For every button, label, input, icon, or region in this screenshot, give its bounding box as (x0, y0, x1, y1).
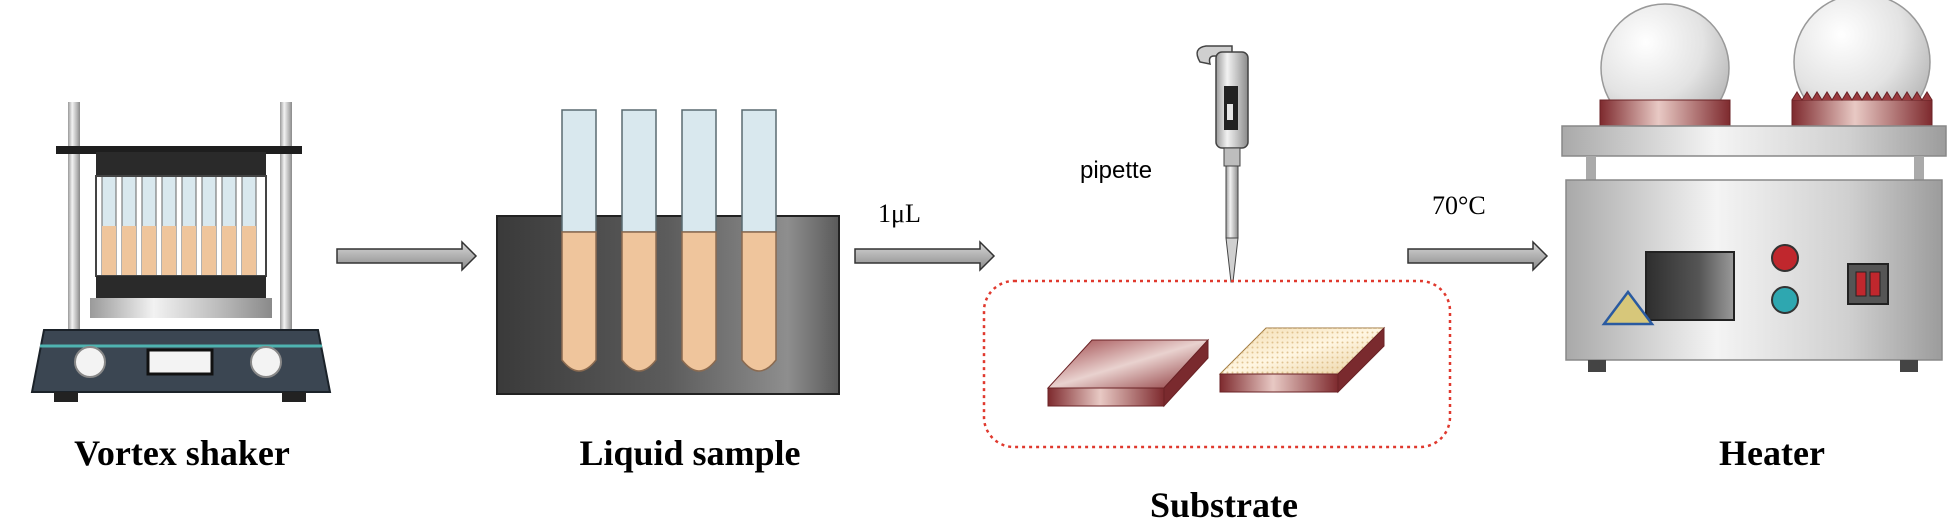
substrate-dotted-border (982, 279, 1452, 449)
vortex-shaker-label: Vortex shaker (74, 433, 290, 473)
substrate-label: Substrate (1150, 485, 1298, 523)
liquid-sample-label: Liquid sample (579, 433, 800, 473)
pipette-icon (1196, 45, 1249, 283)
test-tube-rack-icon (496, 109, 840, 395)
volume-label: 1μL (878, 199, 921, 228)
heater-icon (1561, 0, 1947, 372)
pipette-label: pipette (1080, 157, 1152, 184)
substrate-chip-icon (1218, 326, 1386, 394)
shaker-tube-rack (95, 175, 267, 277)
heater-label: Heater (1719, 433, 1825, 473)
warning-triangle-icon (1601, 289, 1655, 326)
arrow-2 (854, 240, 996, 272)
vortex-shaker-icon (30, 102, 332, 402)
temperature-label: 70°C (1432, 191, 1486, 220)
substrate-group (982, 279, 1452, 449)
arrow-1 (336, 240, 478, 272)
arrow-3 (1407, 240, 1549, 272)
substrate-chip-icon (1046, 338, 1210, 408)
